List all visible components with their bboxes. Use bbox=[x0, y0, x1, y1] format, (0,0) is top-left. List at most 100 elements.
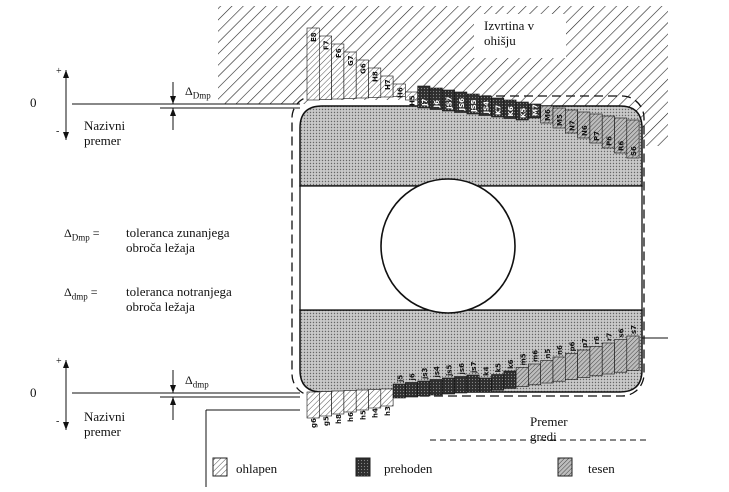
delta-outer-label: ΔDmp bbox=[185, 84, 211, 101]
shaft-tolerance-label: h5 bbox=[359, 410, 367, 420]
hole-label: Izvrtina v ohišju bbox=[484, 18, 535, 48]
shaft-bar bbox=[392, 383, 406, 399]
legend-swatch-transition bbox=[355, 457, 371, 477]
shaft-tolerance-label: k5 bbox=[495, 363, 503, 373]
shaft-bar bbox=[614, 339, 628, 373]
shaft-tolerance-label: s6 bbox=[618, 328, 626, 337]
hole-tolerance-label: F6 bbox=[335, 48, 343, 58]
shaft-bar bbox=[441, 377, 455, 395]
shaft-bar bbox=[343, 390, 357, 413]
minus-top: - bbox=[56, 126, 60, 137]
hole-tolerance-label: F7 bbox=[322, 40, 330, 50]
shaft-bar bbox=[540, 360, 554, 384]
shaft-bar bbox=[552, 356, 566, 382]
shaft-tolerance-label: h4 bbox=[372, 408, 380, 418]
shaft-bar bbox=[306, 391, 320, 419]
hole-tolerance-label: H5 bbox=[409, 95, 417, 106]
plus-bottom: + bbox=[56, 356, 62, 367]
shaft-tolerance-label: n6 bbox=[556, 345, 564, 355]
shaft-tolerance-label: p6 bbox=[568, 341, 576, 351]
hole-tolerance-label: M7 bbox=[532, 104, 540, 116]
shaft-tolerance-label: k4 bbox=[482, 366, 490, 376]
zero-label-bottom: 0 bbox=[30, 385, 37, 400]
minus-bottom: - bbox=[56, 416, 60, 427]
def-outer-text: toleranca zunanjega obroča ležaja bbox=[126, 225, 230, 255]
shaft-tolerance-label: j5 bbox=[396, 375, 404, 383]
ball bbox=[380, 178, 516, 314]
shaft-bar bbox=[478, 377, 492, 393]
shaft-tolerance-label: js6 bbox=[458, 363, 466, 376]
delta-inner-label: Δdmp bbox=[185, 373, 209, 390]
shaft-bar bbox=[417, 380, 431, 397]
hole-tolerance-label: G7 bbox=[347, 55, 355, 66]
shaft-tolerance-label: r7 bbox=[605, 333, 613, 341]
shaft-tolerance-label: js4 bbox=[433, 366, 441, 379]
shaft-tolerance-label: h8 bbox=[335, 414, 343, 424]
hole-label-bg bbox=[474, 14, 566, 58]
shaft-bar bbox=[589, 346, 603, 377]
hole-tolerance-label: JS4 bbox=[482, 101, 490, 115]
plus-top: + bbox=[56, 66, 62, 77]
shaft-bar bbox=[368, 389, 382, 409]
shaft-bar bbox=[429, 379, 443, 396]
hole-bar bbox=[626, 119, 640, 159]
hole-tolerance-label: N6 bbox=[581, 125, 589, 136]
hole-tolerance-label: JS7 bbox=[445, 96, 453, 110]
hole-tolerance-label: R6 bbox=[618, 141, 626, 151]
legend-label-tight: tesen bbox=[588, 461, 615, 476]
shaft-bar bbox=[577, 349, 591, 378]
def-inner-symbol: Δdmp = bbox=[64, 285, 98, 302]
shaft-tolerance-label: n5 bbox=[544, 349, 552, 359]
hole-tolerance-label: P6 bbox=[605, 136, 613, 146]
shaft-tolerance-label: js3 bbox=[421, 367, 429, 380]
nominal-label-bottom: Nazivni premer bbox=[84, 409, 126, 439]
hole-tolerance-label: G6 bbox=[359, 63, 367, 74]
hole-bar bbox=[392, 83, 406, 97]
shaft-bar bbox=[564, 353, 578, 380]
shaft-bar bbox=[331, 390, 345, 415]
shaft-bar bbox=[515, 367, 529, 387]
def-outer-symbol: ΔDmp = bbox=[64, 226, 100, 243]
hole-tolerance-label: M5 bbox=[556, 114, 564, 126]
shaft-bar bbox=[380, 388, 394, 407]
shaft-tolerance-label: k6 bbox=[507, 359, 515, 369]
shaft-bar bbox=[405, 382, 418, 398]
hole-tolerance-label: H7 bbox=[384, 79, 392, 90]
shaft-label: Premer gredi bbox=[530, 414, 568, 444]
hole-tolerance-label: H8 bbox=[372, 71, 380, 82]
shaft-tolerance-label: h3 bbox=[384, 406, 392, 416]
shaft-bar bbox=[528, 363, 542, 386]
legend-swatch-loose bbox=[212, 457, 228, 477]
shaft-tolerance-label: m5 bbox=[519, 353, 527, 365]
shaft-tolerance-label: js5 bbox=[445, 364, 453, 377]
shaft-bar bbox=[466, 374, 480, 393]
legend-swatch-tight bbox=[557, 457, 573, 477]
hole-tolerance-label: S6 bbox=[630, 146, 638, 156]
shaft-bar bbox=[626, 335, 640, 371]
shaft-tolerance-label: s7 bbox=[630, 325, 638, 334]
hole-tolerance-label: K5 bbox=[519, 108, 527, 118]
shaft-bar bbox=[318, 391, 332, 417]
hole-tolerance-label: H6 bbox=[396, 87, 404, 98]
shaft-tolerance-label: p7 bbox=[581, 338, 589, 348]
hole-tolerance-label: JS6 bbox=[458, 98, 466, 112]
shaft-bar bbox=[491, 374, 505, 391]
zero-label-top: 0 bbox=[30, 95, 37, 110]
hole-tolerance-label: M6 bbox=[544, 109, 552, 121]
shaft-bar bbox=[355, 389, 369, 411]
def-inner-text: toleranca notranjega obroča ležaja bbox=[126, 284, 232, 314]
hole-tolerance-label: K6 bbox=[507, 106, 515, 116]
shaft-tolerance-label: g5 bbox=[322, 416, 330, 426]
shaft-tolerance-label: j6 bbox=[409, 373, 417, 381]
shaft-bar bbox=[601, 342, 615, 375]
legend-label-loose: ohlapen bbox=[236, 461, 278, 476]
shaft-tolerance-label: m6 bbox=[532, 350, 540, 362]
shaft-tolerance-label: js7 bbox=[470, 361, 478, 374]
shaft-bar bbox=[503, 370, 517, 389]
hole-tolerance-label: J7 bbox=[421, 98, 429, 107]
shaft-tolerance-label: h6 bbox=[347, 412, 355, 422]
